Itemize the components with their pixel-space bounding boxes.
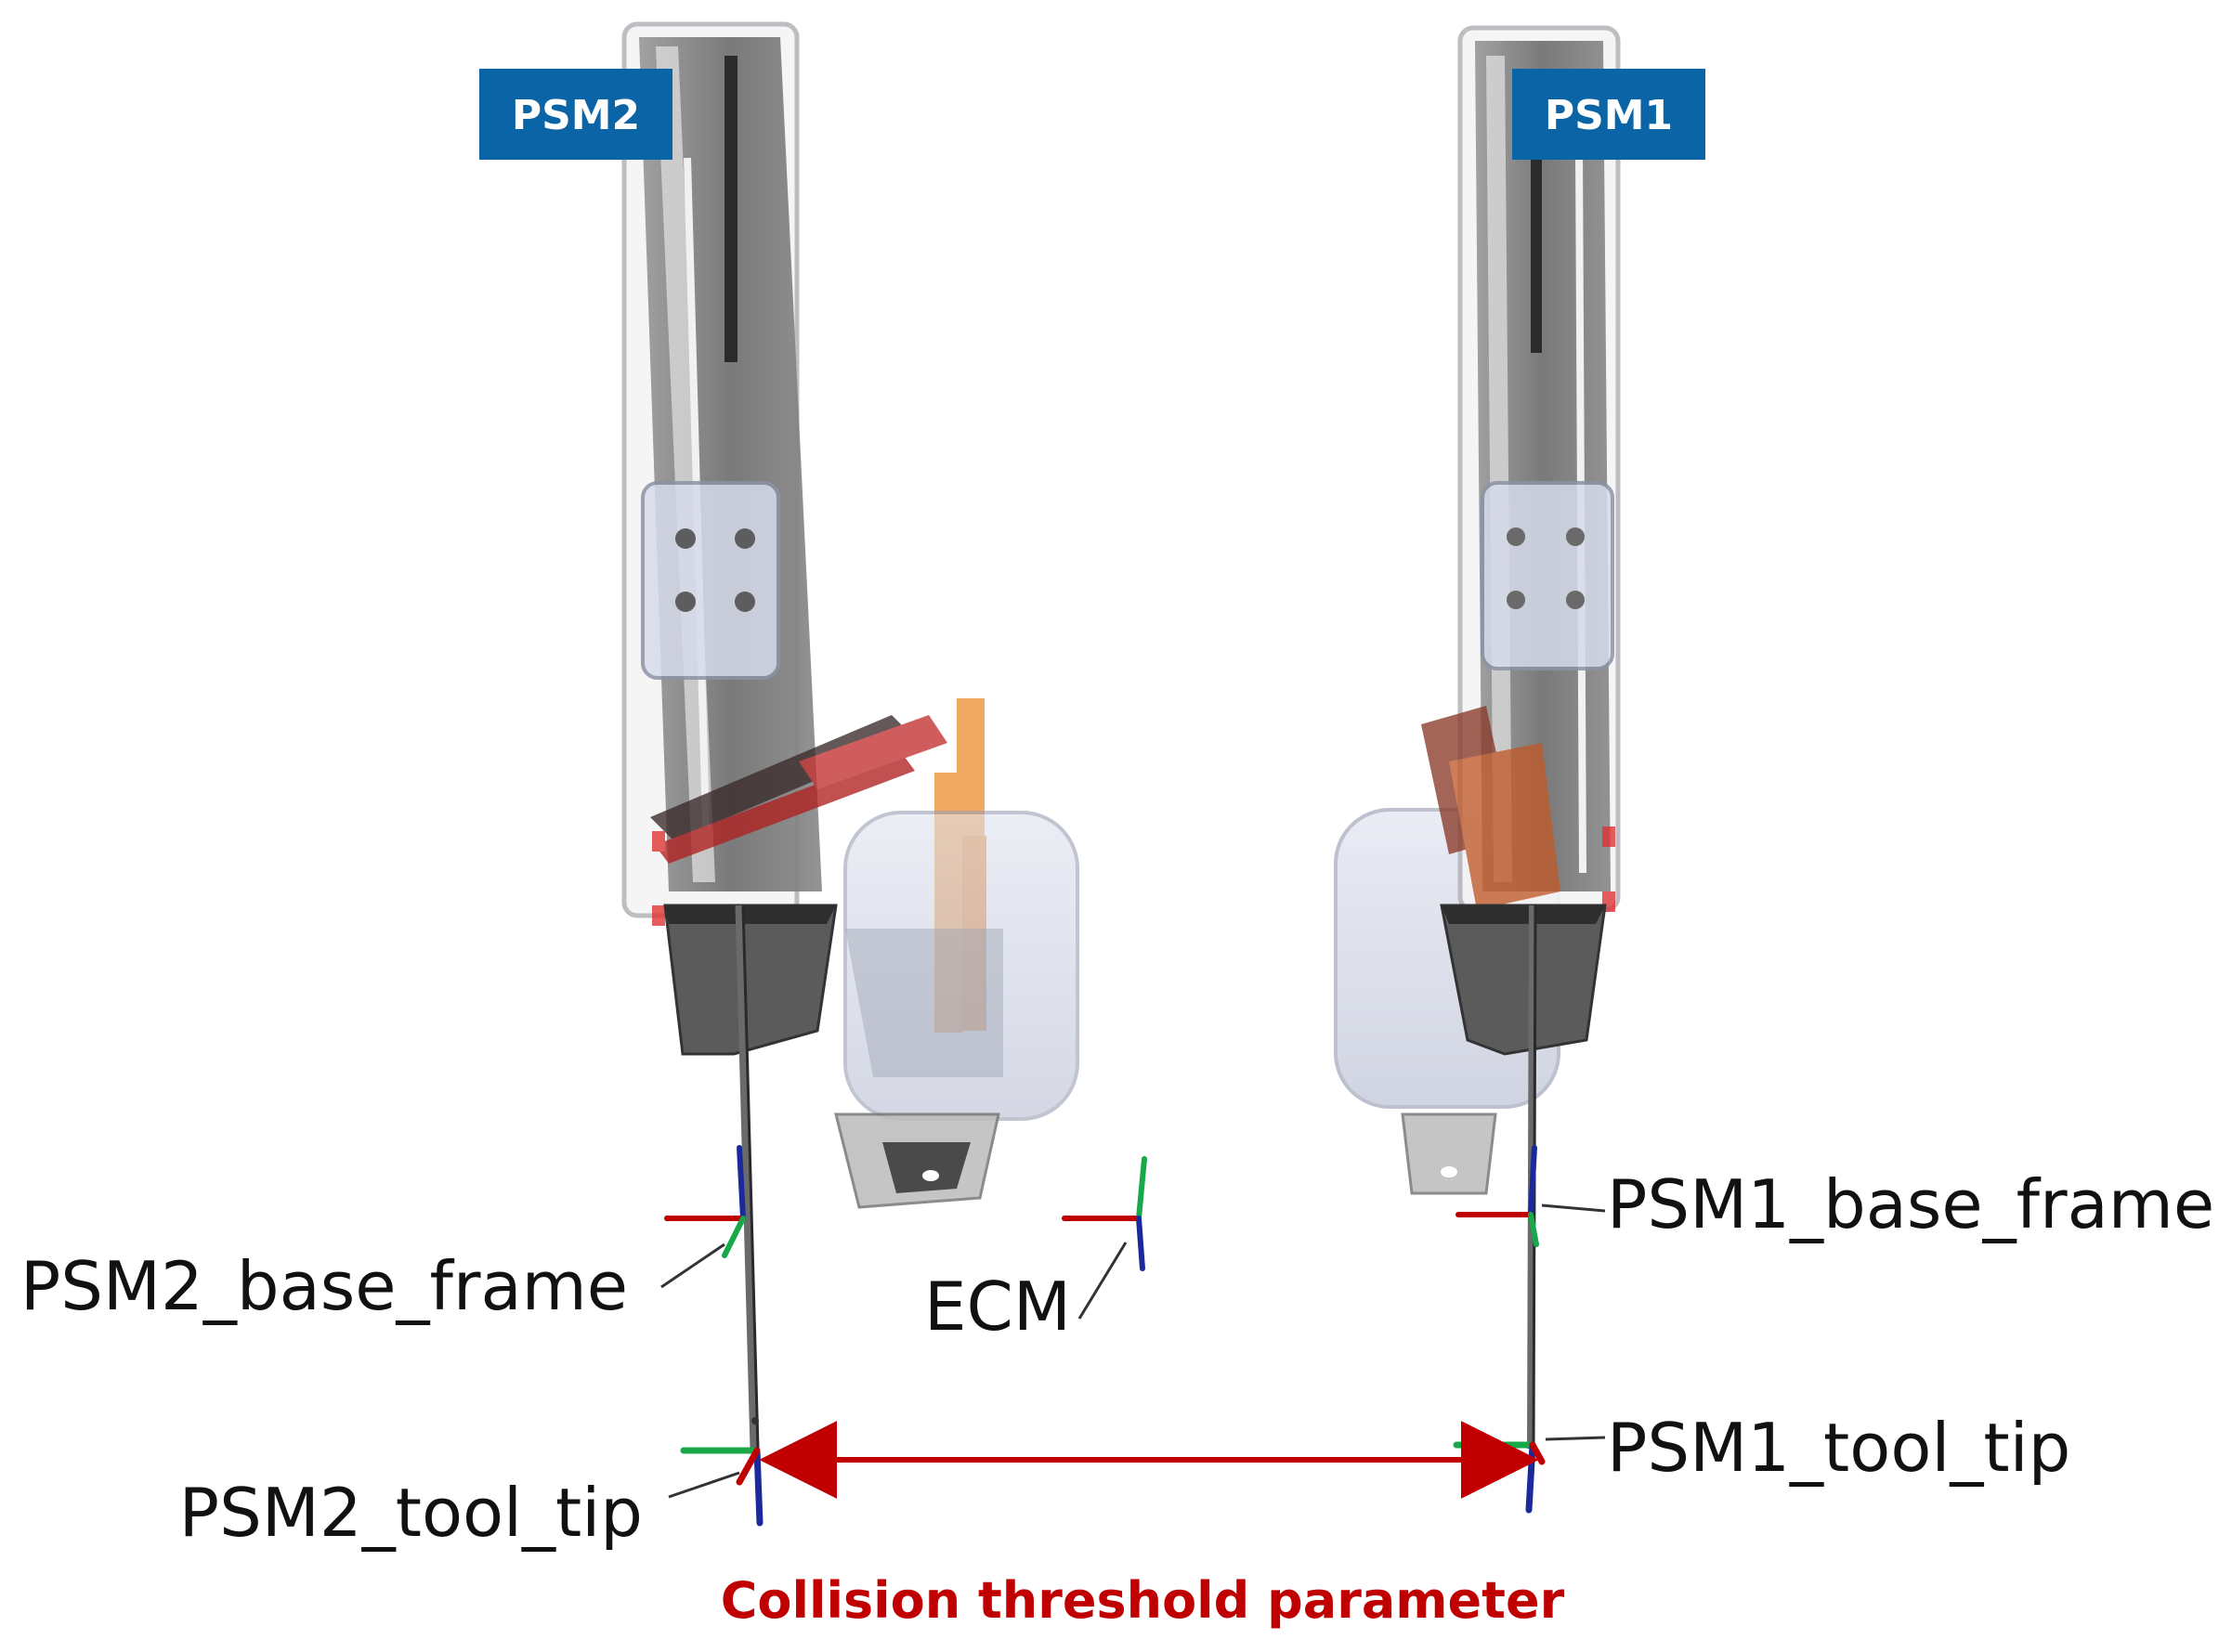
svg-text:PSM1: PSM1 bbox=[1545, 92, 1673, 139]
psm1-tool-tip-frame-icon bbox=[1453, 1441, 1546, 1514]
psm2-tool-tip-label: PSM2_tool_tip bbox=[179, 1474, 643, 1552]
ecm-label: ECM bbox=[924, 1268, 1071, 1346]
psm2-arm bbox=[621, 21, 947, 1450]
ecm-frame-icon bbox=[1062, 1156, 1147, 1271]
psm2-base-frame-label: PSM2_base_frame bbox=[20, 1247, 628, 1325]
psm1-base-frame-leader bbox=[1541, 1203, 1606, 1213]
leader-lines bbox=[660, 1203, 1606, 1499]
collision-threshold-label: Collision threshold parameter bbox=[721, 1571, 1565, 1630]
psm1-arm bbox=[1334, 25, 1621, 1450]
psm2-badge: PSM2 bbox=[479, 69, 672, 160]
psm2-base-frame-leader bbox=[660, 1242, 725, 1289]
ecm-head bbox=[834, 698, 1079, 1209]
psm1-tool-tip-label: PSM1_tool_tip bbox=[1607, 1409, 2070, 1487]
psm2-base-frame-icon bbox=[664, 1145, 746, 1258]
psm2-tool-tip-frame-icon bbox=[680, 1447, 764, 1527]
psm1-tool-tip-leader bbox=[1545, 1436, 1606, 1441]
svg-text:PSM2: PSM2 bbox=[512, 92, 640, 139]
psm1-base-frame-label: PSM1_base_frame bbox=[1607, 1165, 2214, 1243]
psm1-badge: PSM1 bbox=[1512, 69, 1705, 160]
psm2-tool-tip-leader bbox=[668, 1471, 740, 1499]
ecm-leader bbox=[1077, 1242, 1128, 1320]
psm1-base-frame-icon bbox=[1455, 1145, 1539, 1247]
